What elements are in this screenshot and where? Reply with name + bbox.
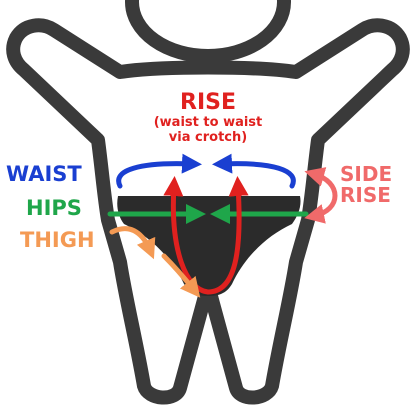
thigh-arrow-lower xyxy=(161,253,201,298)
rise-title: RISE xyxy=(180,90,236,115)
rise-subtitle-line2: via crotch) xyxy=(168,129,248,145)
rise-arrow-right xyxy=(205,176,249,295)
side-rise-line2: RISE xyxy=(340,183,391,207)
brief-shape xyxy=(117,196,301,296)
side-rise-arrow xyxy=(304,167,338,224)
rise-arrow-left xyxy=(163,176,211,295)
side-rise-label: SIDE RISE xyxy=(340,164,392,206)
thigh-label: THIGH xyxy=(20,228,95,252)
head-shape xyxy=(125,0,291,63)
rise-subtitle: (waist to waist via crotch) xyxy=(145,115,271,146)
rise-subtitle-line1: (waist to waist xyxy=(153,115,263,130)
waist-arrow-left xyxy=(116,153,202,189)
thigh-arrow-upper xyxy=(109,226,156,260)
hips-label: HIPS xyxy=(26,196,82,220)
waist-label: WAIST xyxy=(6,162,82,186)
side-rise-line1: SIDE xyxy=(340,162,393,186)
waist-arrow-right xyxy=(212,153,296,189)
